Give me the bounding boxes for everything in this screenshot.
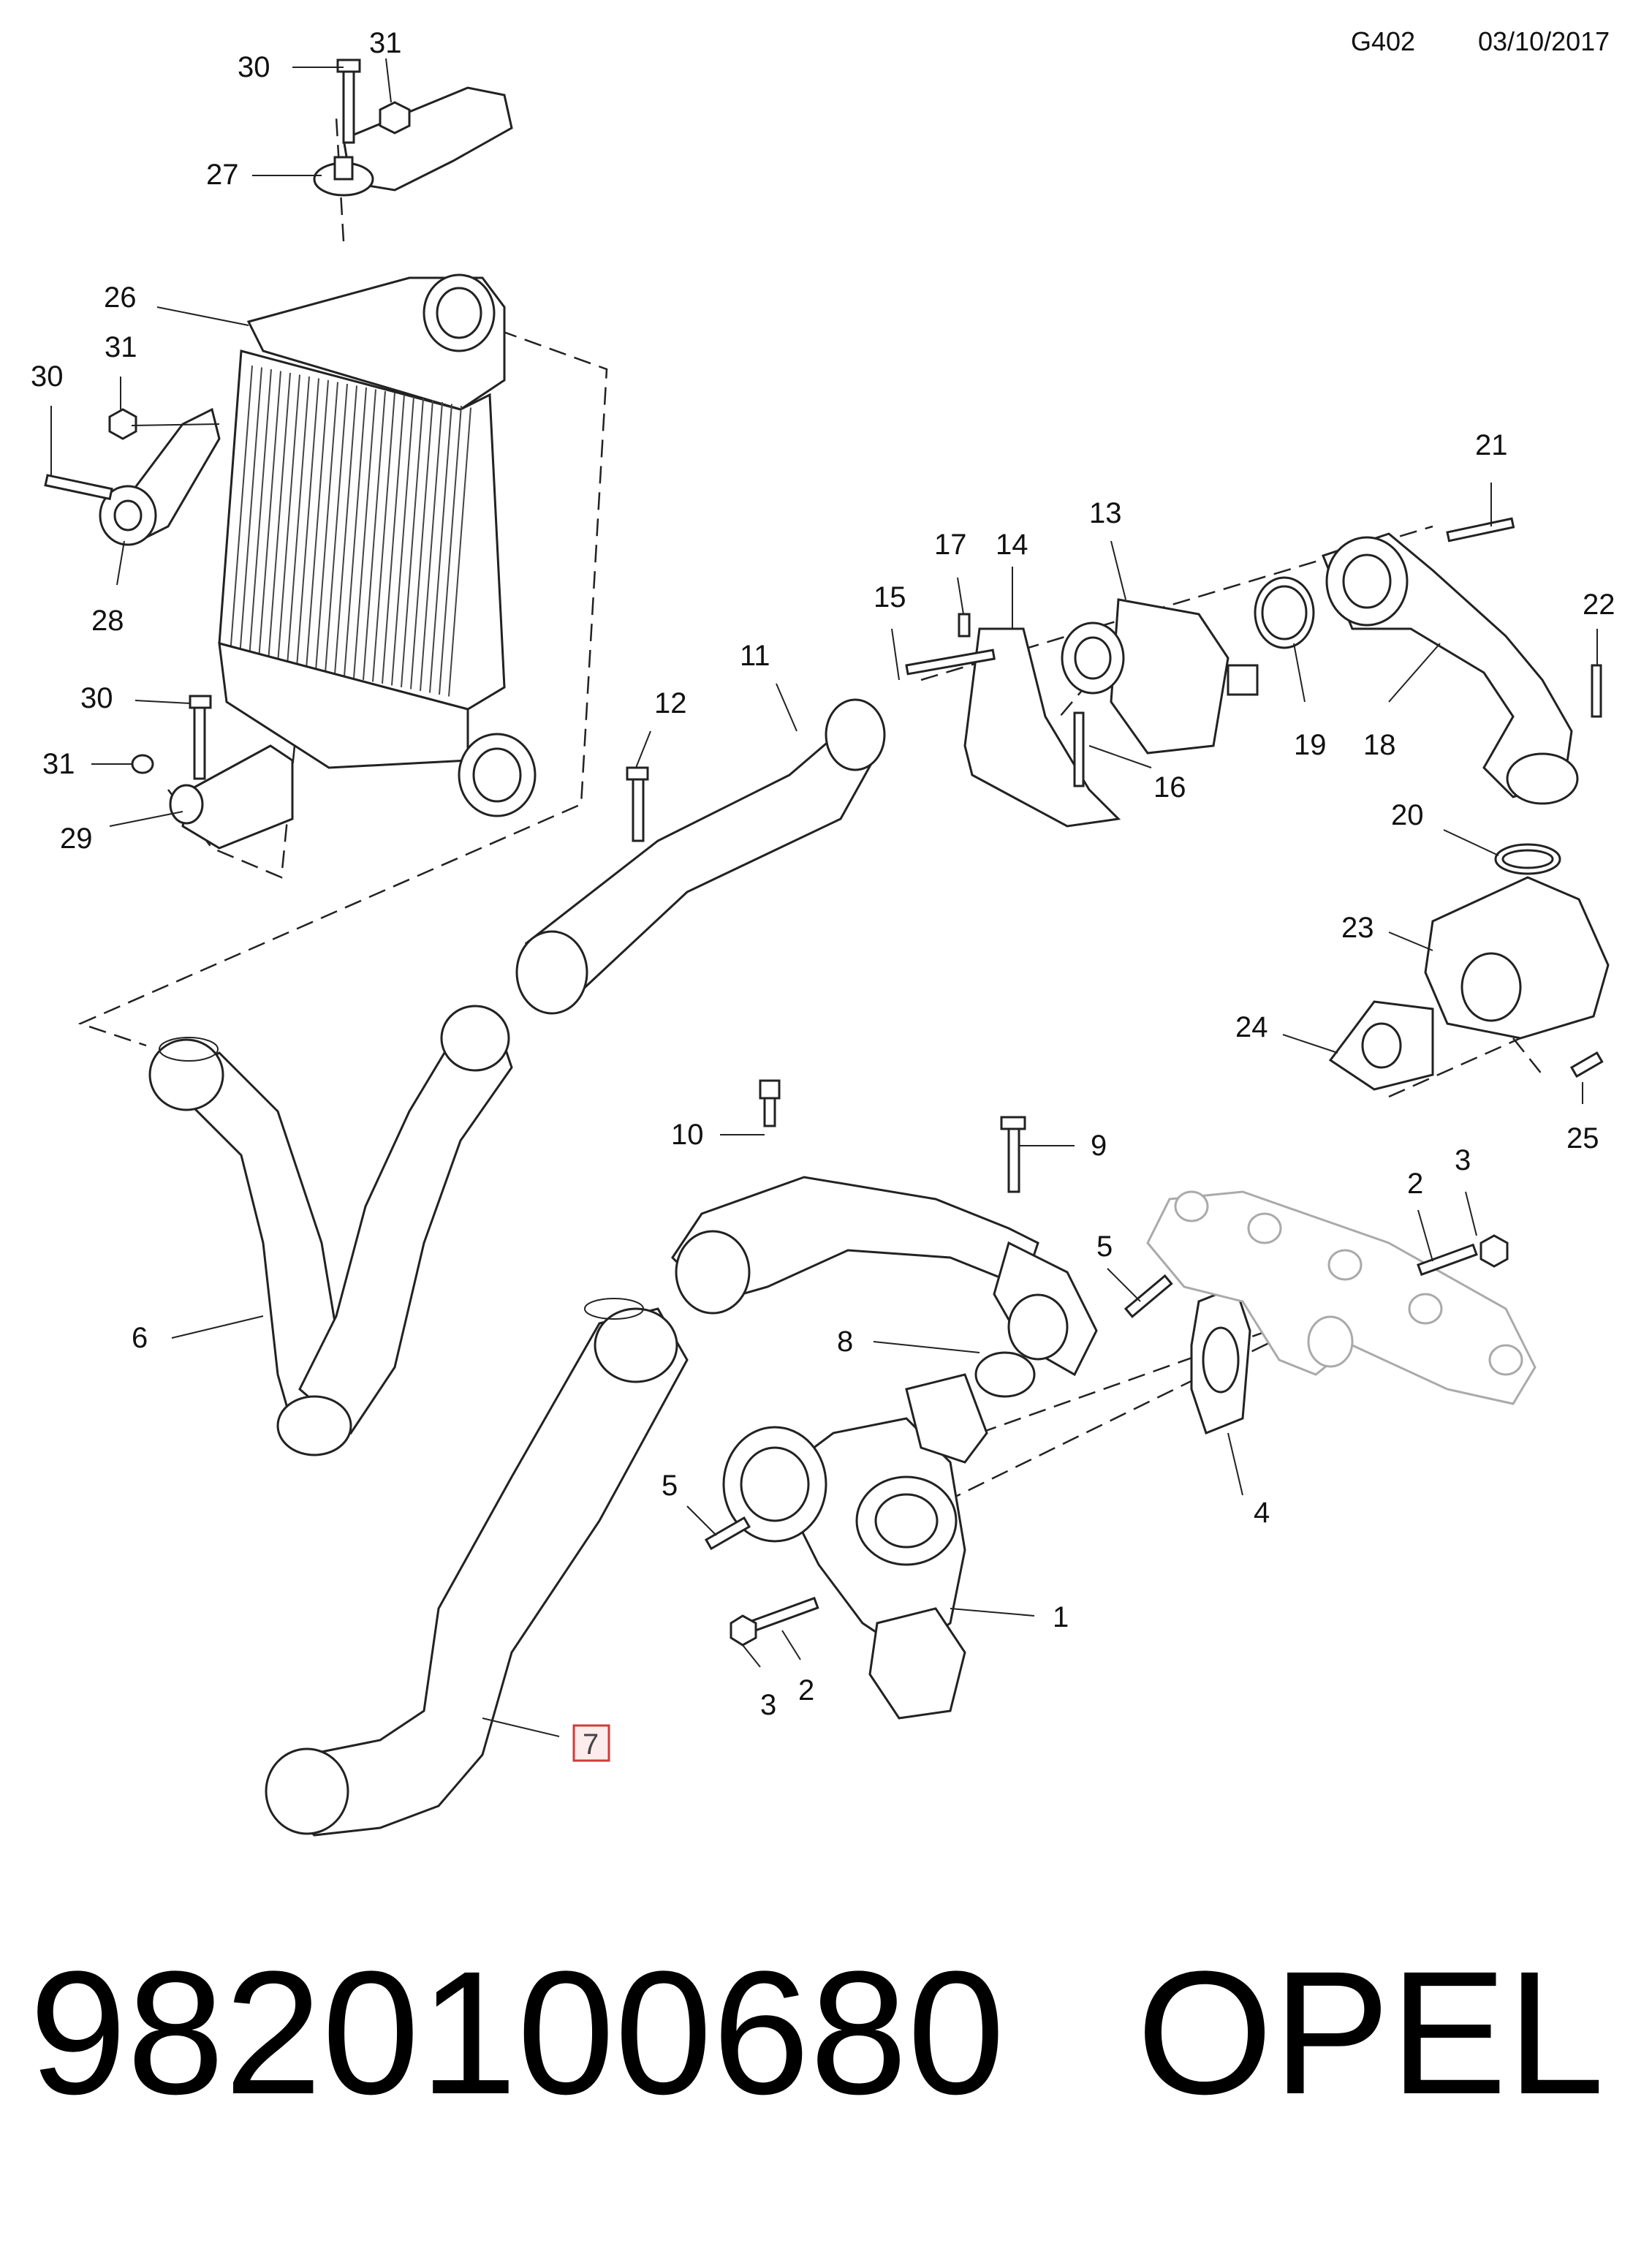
callout-30: 30 — [80, 682, 113, 714]
callout-10: 10 — [671, 1119, 704, 1151]
callout-25: 25 — [1566, 1122, 1599, 1154]
bolt-icon — [759, 1079, 781, 1127]
clamp-icon — [584, 1298, 644, 1320]
callout-3: 3 — [1455, 1144, 1471, 1176]
hose-part-6 — [148, 1005, 513, 1456]
lower-mount-bracket — [131, 695, 294, 850]
callout-29: 29 — [60, 823, 93, 855]
callout-22: 22 — [1583, 589, 1615, 621]
callout-20: 20 — [1391, 799, 1424, 831]
nut-icon — [730, 1614, 757, 1647]
callout-3: 3 — [760, 1689, 776, 1721]
pipe-part-18 — [1322, 517, 1602, 805]
callout-14: 14 — [996, 529, 1028, 561]
upper-mount-bracket — [313, 86, 513, 197]
callout-18: 18 — [1363, 729, 1396, 761]
callout-27: 27 — [206, 159, 239, 191]
highlight-box-part-7 — [572, 1724, 610, 1762]
part-number: 9820100680 — [29, 1935, 1005, 2131]
bolt-icon — [1569, 1051, 1604, 1078]
callout-5: 5 — [662, 1470, 678, 1502]
bolt-icon — [704, 1516, 751, 1551]
callout-23: 23 — [1341, 912, 1374, 944]
callout-21: 21 — [1475, 429, 1508, 461]
exploded-parts-diagram: 30 31 27 26 31 30 28 30 31 29 11 12 15 1… — [31, 27, 1615, 1837]
callout-26: 26 — [104, 281, 137, 314]
throttle-body-part-13 — [1061, 598, 1259, 755]
turbocharger-part-1 — [722, 1373, 988, 1720]
callout-30: 30 — [238, 51, 270, 83]
stud-icon — [1417, 1243, 1478, 1277]
nut-icon — [379, 101, 411, 135]
gasket-part-4 — [1190, 1285, 1251, 1435]
clamp-icon — [159, 1037, 219, 1062]
callout-1: 1 — [1053, 1601, 1069, 1633]
side-mount-bracket — [44, 407, 221, 546]
callout-24: 24 — [1235, 1011, 1268, 1043]
bolt-icon — [1000, 1116, 1026, 1193]
callout-31: 31 — [369, 27, 402, 59]
callout-30: 30 — [31, 360, 64, 393]
leader-lines — [50, 58, 1598, 1737]
callout-labels: 30 31 27 26 31 30 28 30 31 29 11 12 15 1… — [31, 27, 1615, 1762]
callout-8: 8 — [837, 1326, 853, 1358]
exhaust-manifold — [1146, 1190, 1537, 1405]
callout-2: 2 — [798, 1674, 814, 1706]
bracket-part-14 — [905, 613, 1121, 828]
callout-17: 17 — [934, 529, 967, 561]
diagram-date: 03/10/2017 — [1478, 26, 1610, 56]
seal-part-20 — [1494, 843, 1561, 875]
callout-16: 16 — [1153, 771, 1186, 804]
callout-2: 2 — [1407, 1168, 1423, 1200]
duct-part-8 — [671, 1176, 1098, 1398]
housing-part-23 — [1424, 876, 1610, 1040]
diagram-code: G402 — [1351, 26, 1416, 56]
callout-4: 4 — [1254, 1497, 1270, 1529]
callout-19: 19 — [1294, 729, 1327, 761]
nut-icon — [1479, 1234, 1509, 1268]
intake-duct-part-11 — [515, 698, 886, 1015]
callout-5: 5 — [1096, 1231, 1113, 1263]
callout-13: 13 — [1089, 497, 1122, 529]
callout-11: 11 — [740, 640, 770, 672]
callout-31: 31 — [42, 748, 75, 780]
gasket-part-24 — [1328, 1000, 1434, 1091]
intercooler-part-26 — [218, 273, 537, 817]
callout-28: 28 — [91, 605, 124, 637]
callout-31: 31 — [105, 331, 137, 363]
hose-part-7 — [265, 1307, 689, 1837]
callout-6: 6 — [132, 1322, 148, 1354]
brand-name: OPEL — [1136, 1935, 1605, 2131]
callout-9: 9 — [1091, 1130, 1107, 1162]
seal-part-19 — [1254, 576, 1315, 649]
bolt-icon — [336, 58, 361, 144]
callout-15: 15 — [874, 581, 906, 613]
callout-7: 7 — [583, 1728, 599, 1761]
bolt-icon — [1124, 1274, 1173, 1318]
callout-12: 12 — [654, 687, 687, 719]
